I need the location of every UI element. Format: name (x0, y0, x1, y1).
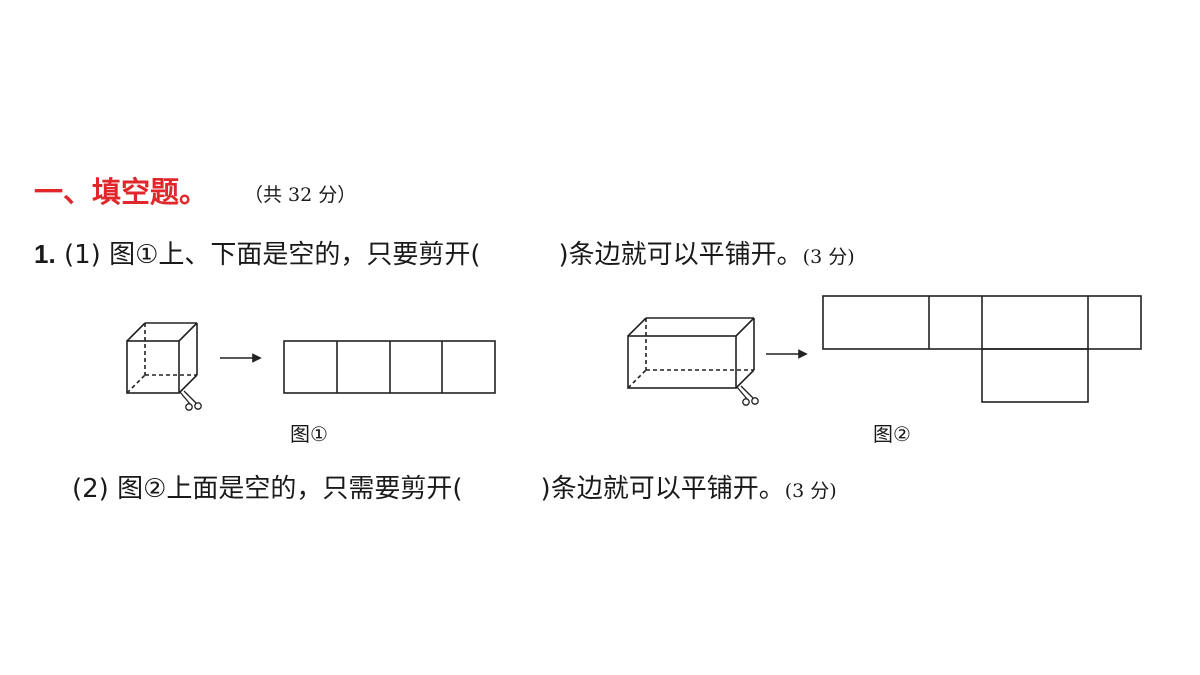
scissors-icon (179, 390, 202, 411)
question-number: 1 (34, 239, 49, 269)
question-number-dot: . (48, 239, 56, 269)
part-2-score: (3 分) (784, 480, 837, 502)
cuboid-net-drawing (822, 295, 1142, 403)
figure-1 (126, 322, 496, 411)
question-1-part-1: 1. (1) 图①上、下面是空的，只要剪开( )条边就可以平铺开。(3 分) (34, 234, 855, 277)
cube-net-drawing (283, 340, 496, 394)
cuboid-drawing (627, 317, 755, 389)
part-1-score: (3 分) (802, 246, 855, 268)
section-score: （共 32 分） (244, 184, 357, 206)
part-2-suffix: )条边就可以平铺开。 (540, 474, 785, 504)
figure-1-caption: 图① (290, 422, 328, 446)
cube-drawing (126, 322, 198, 394)
arrow-right-icon (766, 349, 808, 359)
question-1-part-2: (2) 图②上面是空的，只需要剪开( )条边就可以平铺开。(3 分) (72, 469, 837, 511)
figure-2-caption: 图② (873, 422, 911, 446)
part-1-prefix: (1) 图①上、下面是空的，只要剪开( (63, 240, 481, 270)
figure-2 (627, 295, 1142, 406)
section-title: 一、填空题。 (34, 175, 209, 209)
scissors-icon (736, 385, 759, 406)
part-1-suffix: )条边就可以平铺开。 (558, 240, 803, 270)
arrow-right-icon (220, 353, 262, 363)
part-2-prefix: (2) 图②上面是空的，只需要剪开( (72, 474, 463, 504)
